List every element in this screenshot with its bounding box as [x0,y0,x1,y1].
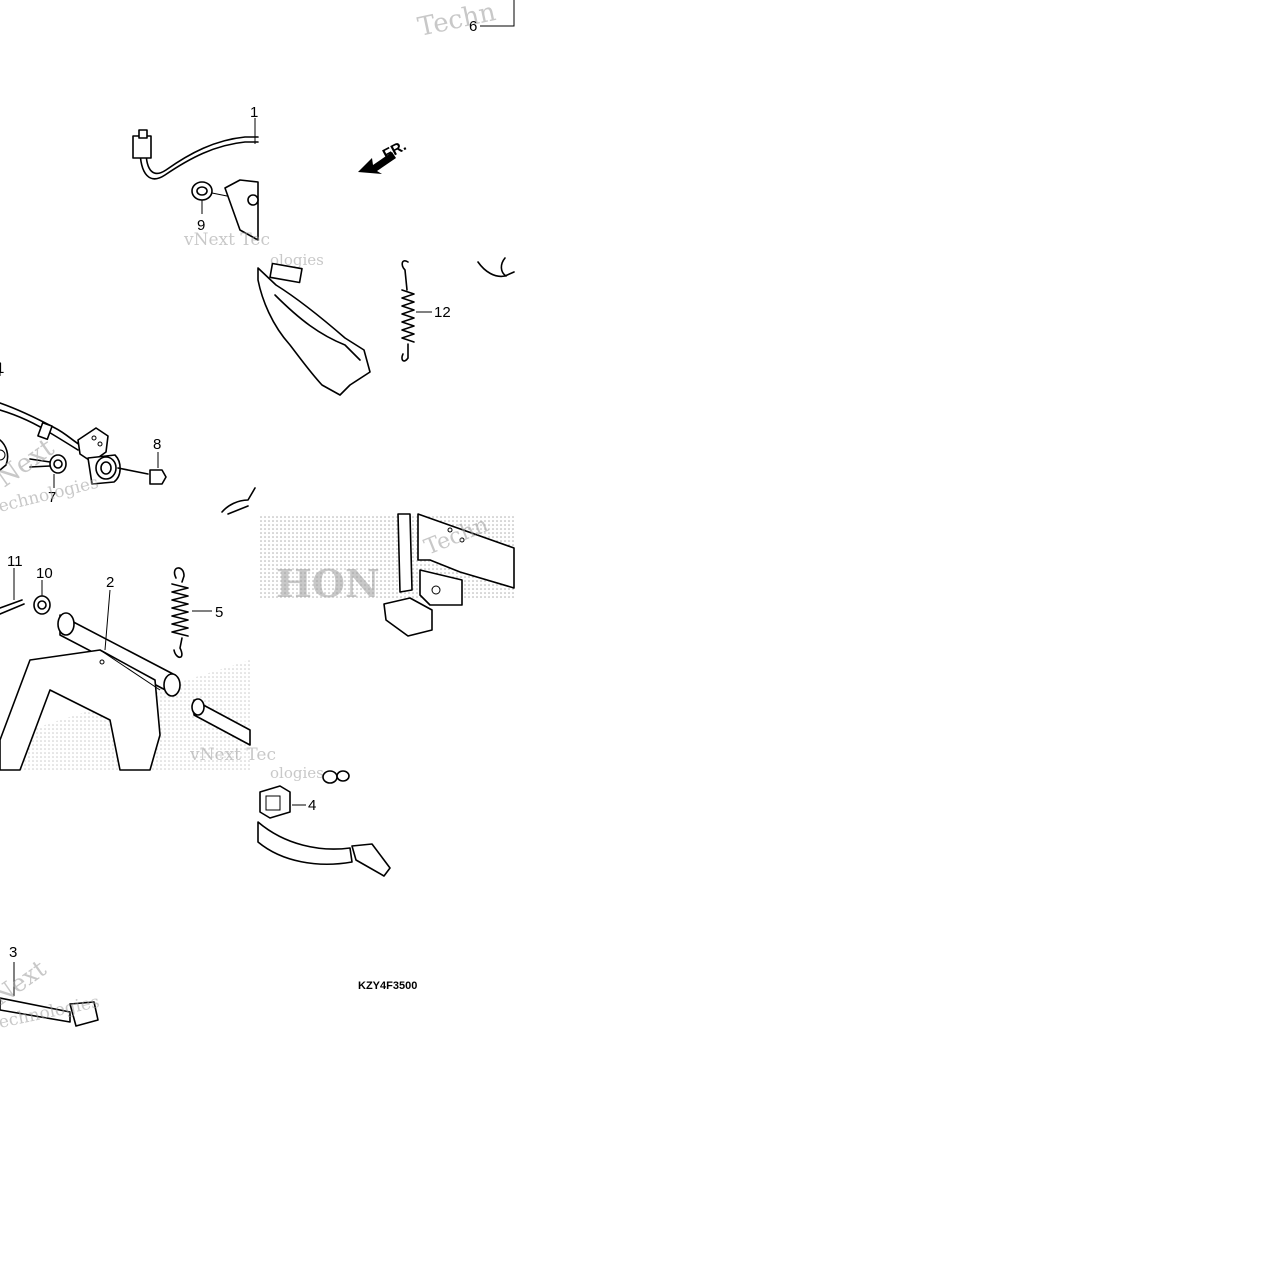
return-spring-part-12 [401,260,432,362]
callout-2: 2 [106,574,114,591]
callout-5: 5 [215,604,223,621]
part-edge-fragment [477,257,515,278]
callout-11: 11 [7,553,23,570]
pedal-bracket-upper [224,179,259,241]
cotter-pin-part-11 [0,568,25,615]
bolt-part-8 [117,452,167,485]
collar-part-7 [29,454,67,488]
washer-small [322,770,350,784]
watermark-hon: HON [276,561,380,606]
tile-lower-left: 11 10 2 5 vNext Tec ologies [0,553,324,782]
pivot-shaft [191,698,251,746]
callout-10: 10 [36,565,53,582]
watermark-fragment: vNext Tec [189,745,276,765]
callout-12: 12 [434,304,451,321]
side-stand-fragment [383,513,515,637]
tile-top-left: 1 9 vNext Tec [132,104,270,250]
pedal-pivot-fragment [221,487,256,515]
watermark-fragment: vNext Tec [183,230,270,250]
front-direction-arrow: FR. [358,137,409,174]
callout-6: 6 [469,18,477,35]
callout-7: 7 [48,489,56,506]
bracket-edge-fragment [0,439,9,471]
main-stand-part-2 [0,589,181,771]
callout-4: 4 [308,797,316,814]
stopper-part-4 [259,785,306,819]
watermark-fragment: ologies [270,764,324,782]
spring-part-5 [171,567,212,659]
callout-8: 8 [153,436,161,453]
tile-top-right: Techn 6 FR. ologies 12 [257,0,515,396]
callout-3: 3 [9,944,17,961]
tile-lower-right: 4 [257,770,391,877]
watermark-fragment: Techn [415,0,499,43]
tile-middle-left: 1 7 8 [0,360,256,517]
stand-leg-foot [257,821,391,877]
diagram-code: KZY4F3500 [358,980,417,992]
switch-cable-upper [132,129,259,180]
watermark-fragment: ologies [270,251,324,269]
callout-1-upper: 1 [250,104,258,121]
switch-cable-lower [0,402,81,451]
callout-9: 9 [197,217,205,234]
callout-1-lower: 1 [0,360,4,377]
washer-part-10 [33,580,51,615]
tile-bottom-left: 3 Next echnologies [0,944,101,1033]
stop-switch-body [77,427,121,485]
brake-pedal-arm [257,262,371,396]
pivot-bolt-part-3 [0,997,99,1027]
